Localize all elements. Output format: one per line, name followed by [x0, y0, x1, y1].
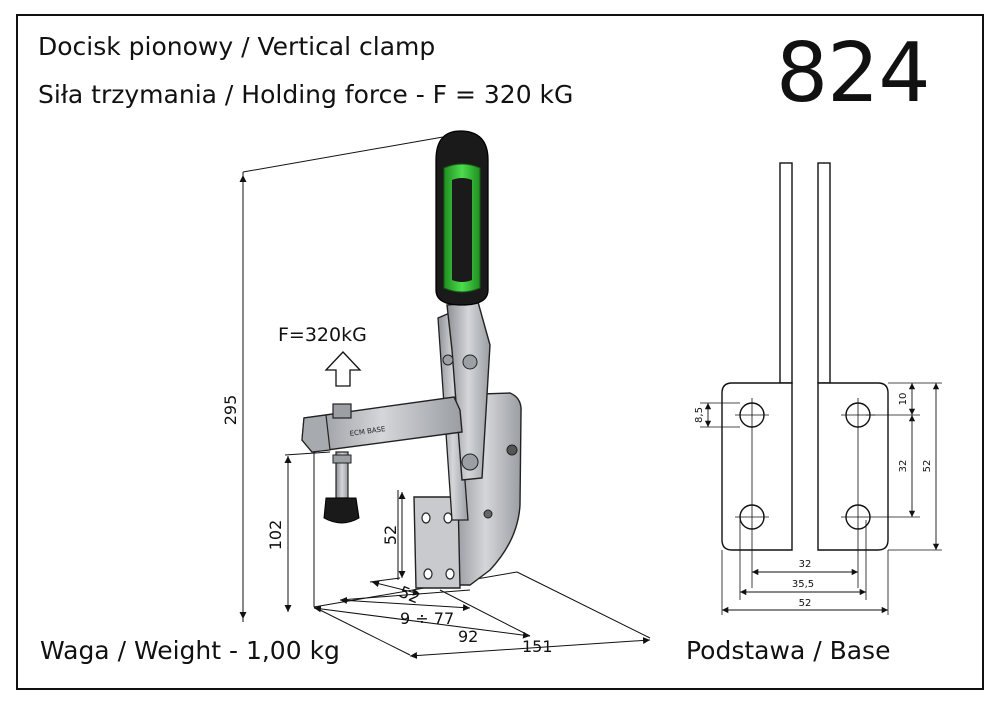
dim-reach: 92	[458, 627, 478, 646]
dim-hole-diameter: 8,5	[694, 407, 705, 423]
clamp-iso-view: 295 102 52 52 9 ÷ 77 92 151 F=320kG	[221, 130, 651, 660]
dim-total-length: 151	[522, 637, 553, 656]
dim-outer-hole-span: 35,5	[792, 579, 814, 590]
base-view-label: Podstawa / Base	[686, 636, 891, 665]
rivet	[483, 509, 493, 519]
dim-hole-spacing-v: 32	[898, 460, 909, 473]
weight-label: Waga / Weight - 1,00 kg	[40, 636, 340, 665]
dim-total-height: 295	[221, 395, 240, 426]
handle-black-stripe	[452, 178, 472, 282]
dim-base-height: 52	[381, 525, 400, 545]
pivot-upper	[462, 354, 478, 370]
holding-force-line: Siła trzymania / Holding force - F = 320…	[38, 80, 574, 109]
dim-top-offset: 10	[898, 393, 909, 406]
base-dim-lines	[704, 383, 940, 614]
spindle-nut-top	[332, 403, 352, 419]
model-number: 824	[776, 26, 931, 121]
base-top-view	[700, 162, 942, 615]
drawing-frame	[16, 14, 984, 690]
pivot-link	[442, 354, 454, 366]
drawing-title: Docisk pionowy / Vertical clamp	[38, 32, 436, 61]
dim-hole-spacing-h: 32	[799, 559, 812, 570]
dim-plate-width: 52	[799, 598, 812, 609]
spindle-rubber-tip	[323, 497, 360, 524]
spindle-nut	[332, 454, 352, 464]
pivot-lower	[461, 453, 479, 471]
arm-tip	[301, 414, 331, 453]
pivot-pin	[506, 444, 518, 456]
force-label: F=320kG	[278, 324, 367, 346]
dim-plate-height: 52	[922, 460, 933, 473]
base-dim-labels: 8,5 10 32 52 32 35,5 52	[694, 393, 933, 609]
dim-spindle-height: 102	[266, 520, 285, 551]
force-arrow-icon	[324, 351, 362, 387]
base-plate-holes	[421, 512, 455, 580]
